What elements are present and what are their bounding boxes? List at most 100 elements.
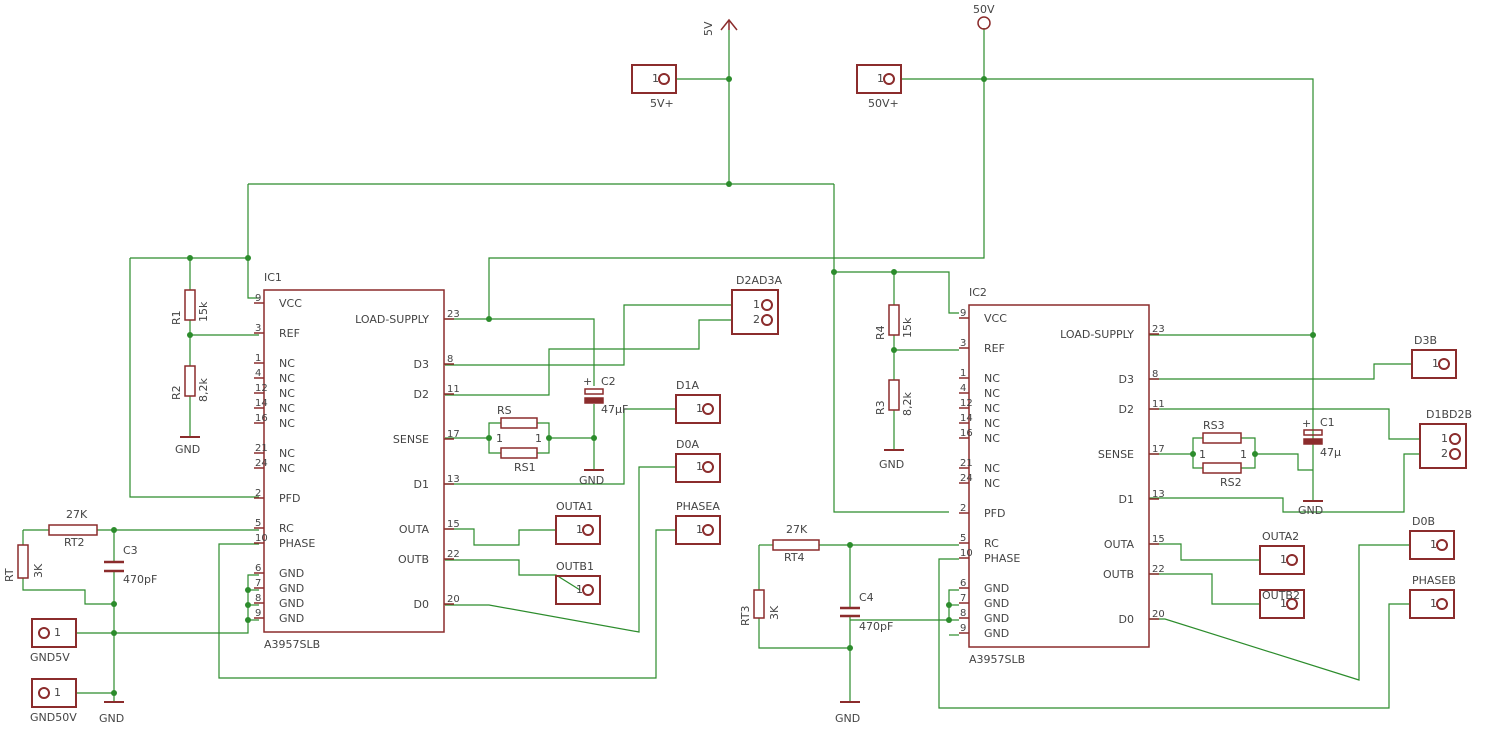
rs3-name: RS3 xyxy=(1203,419,1225,432)
svg-text:1: 1 xyxy=(1280,553,1287,566)
svg-text:1: 1 xyxy=(1280,597,1287,610)
ic2-pin-number: 11 xyxy=(1152,399,1165,410)
svg-text:1: 1 xyxy=(696,402,703,415)
ic1-body xyxy=(263,289,445,633)
junctions xyxy=(111,76,1316,696)
connector-phasea xyxy=(675,515,721,545)
connector-50v-plus xyxy=(856,64,902,94)
ic2-pin-label: D2 xyxy=(1119,403,1134,416)
svg-text:1: 1 xyxy=(576,583,583,596)
ic1-pin-label: D1 xyxy=(414,478,429,491)
r1-value: 15k xyxy=(197,301,210,322)
r4-name: R4 xyxy=(874,325,887,340)
ic2-pin-number: 22 xyxy=(1152,564,1165,575)
ic1-pin-number: 8 xyxy=(255,593,261,604)
r1-name: R1 xyxy=(170,310,183,325)
ic1-pin-number: 16 xyxy=(255,413,268,424)
ic1-pin-label: D0 xyxy=(414,598,429,611)
ic1-pin-number: 3 xyxy=(255,323,261,334)
r2-value: 8,2k xyxy=(197,378,210,402)
svg-text:1: 1 xyxy=(1441,432,1448,445)
label-d1bd2b: D1BD2B xyxy=(1426,408,1472,421)
ic2-pin-number: 12 xyxy=(960,398,973,409)
label-d3b: D3B xyxy=(1414,334,1437,347)
ic1-pin-number: 13 xyxy=(447,474,460,485)
ic1-part: A3957SLB xyxy=(264,638,320,651)
ic2-pin-label: NC xyxy=(984,417,1000,430)
svg-text:1: 1 xyxy=(652,72,659,85)
resistor-rs2 xyxy=(1202,462,1242,474)
svg-text:1: 1 xyxy=(1432,357,1439,370)
ic1-pin-number: 23 xyxy=(447,309,460,320)
c4-name: C4 xyxy=(859,591,874,604)
ic2-pin-number: 5 xyxy=(960,533,966,544)
label-gnd5v: GND5V xyxy=(30,651,70,664)
r3-name: R3 xyxy=(874,400,887,415)
ic2-pin-number: 8 xyxy=(1152,369,1158,380)
label-outa2: OUTA2 xyxy=(1262,530,1299,543)
svg-text:1: 1 xyxy=(1199,448,1206,461)
connector-gnd5v xyxy=(31,618,77,648)
rt3-value: 3K xyxy=(768,605,781,620)
ic2-pin-label: GND xyxy=(984,597,1009,610)
svg-text:1: 1 xyxy=(753,298,760,311)
c2-name: C2 xyxy=(601,375,616,388)
ic2-pin-number: 9 xyxy=(960,623,966,634)
supply-50v-label: 50V xyxy=(973,3,995,16)
ic2-pin-number: 13 xyxy=(1152,489,1165,500)
ic1-pin-number: 5 xyxy=(255,518,261,529)
label-50v-plus: 50V+ xyxy=(868,97,899,110)
ic1-pin-number: 2 xyxy=(255,488,261,499)
gnd-label-c2: GND xyxy=(579,474,604,487)
connector-d1bd2b xyxy=(1419,423,1467,469)
ic2-pin-label: D0 xyxy=(1119,613,1134,626)
resistor-rt3 xyxy=(753,589,765,619)
gnd-label-r3: GND xyxy=(879,458,904,471)
connector-outa2 xyxy=(1259,545,1305,575)
ic1-pin-label: OUTB xyxy=(398,553,429,566)
ic2-pin-number: 23 xyxy=(1152,324,1165,335)
ic2-pin-number: 20 xyxy=(1152,609,1165,620)
r3-value: 8,2k xyxy=(901,392,914,416)
c2-plus-icon: + xyxy=(583,375,592,388)
rt2-name: RT2 xyxy=(64,536,85,549)
ic2-pin-label: D3 xyxy=(1119,373,1134,386)
ic2-pin-label: VCC xyxy=(984,312,1007,325)
resistor-r2 xyxy=(184,365,196,397)
resistor-rt4 xyxy=(772,539,820,551)
rs1-name: RS1 xyxy=(514,461,536,474)
label-d0b: D0B xyxy=(1412,515,1435,528)
rt4-name: RT4 xyxy=(784,551,805,564)
ic2-pin-label: PHASE xyxy=(984,552,1020,565)
c4-value: 470pF xyxy=(859,620,893,633)
ic2-pin-number: 8 xyxy=(960,608,966,619)
ic2-pin-label: NC xyxy=(984,402,1000,415)
ic1-name: IC1 xyxy=(264,271,282,284)
ic1-pin-number: 14 xyxy=(255,398,268,409)
ic1-pin-label: GND xyxy=(279,582,304,595)
ic2-pin-label: NC xyxy=(984,372,1000,385)
ic1-pin-number: 22 xyxy=(447,549,460,560)
ic2-pin-label: PFD xyxy=(984,507,1005,520)
resistor-rs3 xyxy=(1202,432,1242,444)
connector-5v-plus xyxy=(631,64,677,94)
ic1-pin-label: NC xyxy=(279,372,295,385)
ic1-pin-label: VCC xyxy=(279,297,302,310)
ic2-pin-label: GND xyxy=(984,612,1009,625)
svg-text:2: 2 xyxy=(1441,447,1448,460)
ic2-pin-number: 17 xyxy=(1152,444,1165,455)
svg-text:2: 2 xyxy=(753,313,760,326)
c3-name: C3 xyxy=(123,544,138,557)
supply-5v-label: 5V xyxy=(702,21,715,36)
ic1-pin-label: PHASE xyxy=(279,537,315,550)
ic1-pin-number: 20 xyxy=(447,594,460,605)
ic1-pin-label: NC xyxy=(279,357,295,370)
gnd-label-r2: GND xyxy=(175,443,200,456)
ic1-pin-label: NC xyxy=(279,387,295,400)
ic1-pin-label: REF xyxy=(279,327,300,340)
connector-outa1 xyxy=(555,515,601,545)
ic2-pin-label: SENSE xyxy=(1098,448,1134,461)
